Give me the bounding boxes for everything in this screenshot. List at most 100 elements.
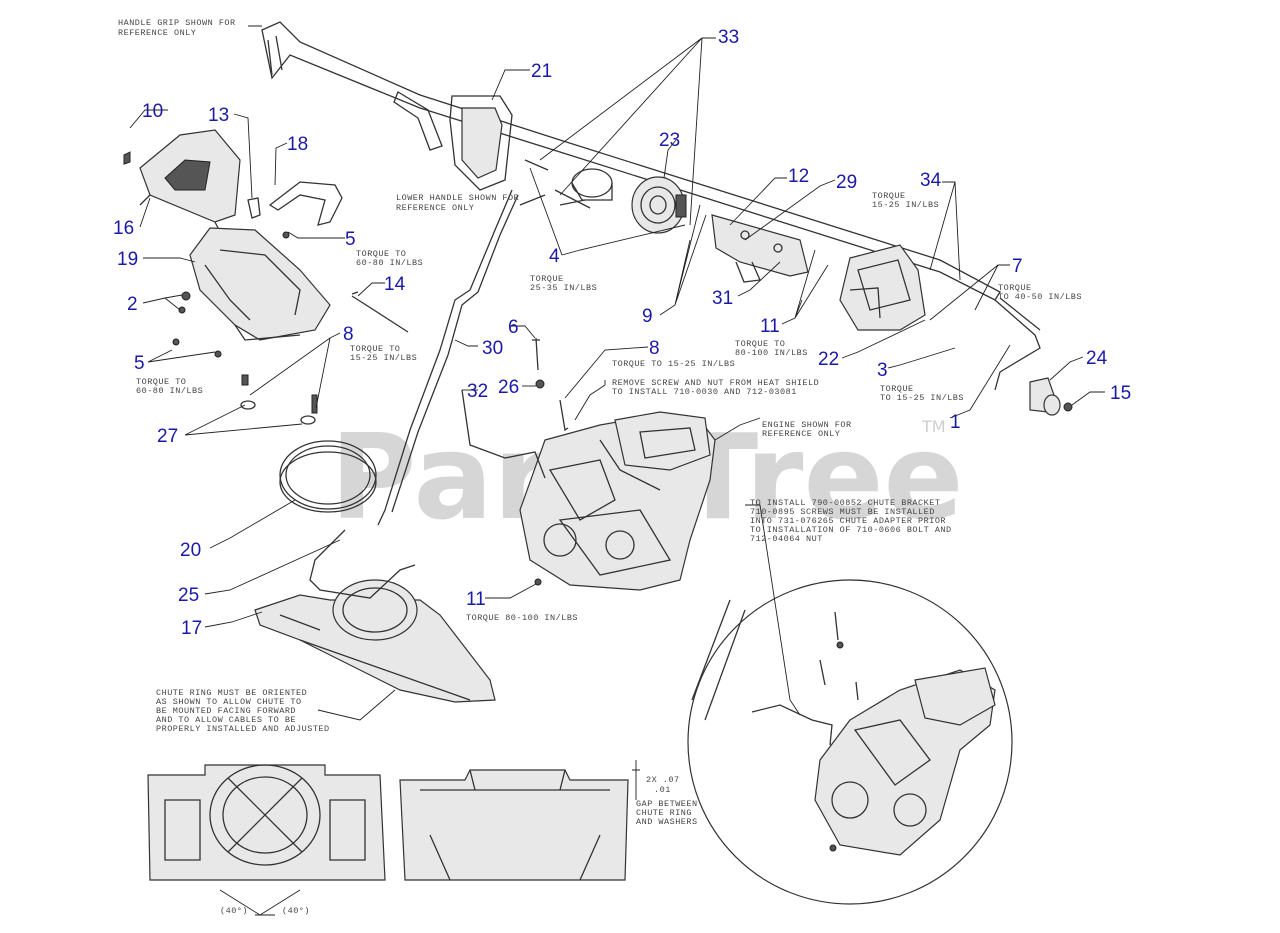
callout-11-right: 11 bbox=[760, 316, 780, 337]
note-gap-4: CHUTE RING bbox=[636, 808, 692, 818]
item-22-housing bbox=[839, 244, 926, 331]
callout-6: 6 bbox=[508, 317, 519, 338]
note-handle-grip-1: HANDLE GRIP SHOWN FOR bbox=[118, 18, 236, 28]
note-angle-right: (40°) bbox=[282, 906, 310, 916]
callout-29: 29 bbox=[836, 172, 857, 193]
callout-8-right: 8 bbox=[649, 338, 660, 359]
note-torque-60-80-b-1: TORQUE TO bbox=[136, 377, 186, 387]
note-install-chute-4: TO INSTALLATION OF 710-0606 BOLT AND bbox=[750, 525, 952, 535]
note-chute-ring-5: PROPERLY INSTALLED AND ADJUSTED bbox=[156, 724, 330, 734]
note-torque-40-50-2: TO 40-50 IN/LBS bbox=[998, 292, 1082, 302]
note-lower-handle-2: REFERENCE ONLY bbox=[396, 203, 474, 213]
callout-22: 22 bbox=[818, 349, 839, 370]
item-23-drum bbox=[524, 159, 687, 234]
callout-15: 15 bbox=[1110, 383, 1131, 404]
callout-16: 16 bbox=[113, 218, 134, 239]
note-torque-80-100-b: TORQUE 80-100 IN/LBS bbox=[466, 613, 578, 623]
item-17-chute-base bbox=[254, 579, 496, 703]
note-chute-ring-4: AND TO ALLOW CABLES TO BE bbox=[156, 715, 296, 725]
note-torque-80-100-a-2: 80-100 IN/LBS bbox=[735, 348, 808, 358]
note-angle-left: (40°) bbox=[220, 906, 248, 916]
callout-24: 24 bbox=[1086, 348, 1108, 369]
callout-14: 14 bbox=[384, 274, 406, 295]
chute-base-front-view bbox=[147, 764, 386, 916]
callout-21: 21 bbox=[531, 61, 552, 82]
item-25-cable bbox=[309, 529, 416, 599]
note-install-chute-5: 712-04064 NUT bbox=[750, 534, 823, 544]
callout-5-bottom: 5 bbox=[134, 353, 145, 374]
callout-33: 33 bbox=[718, 27, 739, 48]
note-torque-25-35-1: TORQUE bbox=[530, 274, 564, 284]
note-torque-80-100-a-1: TORQUE TO bbox=[735, 339, 785, 349]
item-13-18-hardware bbox=[247, 181, 343, 226]
detail-view-circle bbox=[687, 579, 1013, 905]
note-engine-shown-2: REFERENCE ONLY bbox=[762, 429, 840, 439]
item-16-chute-deflector bbox=[123, 129, 241, 233]
note-lower-handle-1: LOWER HANDLE SHOWN FOR bbox=[396, 193, 519, 203]
note-torque-60-80-2: 60-80 IN/LBS bbox=[356, 258, 423, 268]
item-19-chute bbox=[189, 227, 331, 341]
note-torque-40-50-1: TORQUE bbox=[998, 283, 1032, 293]
callout-17: 17 bbox=[181, 618, 202, 639]
chute-base-side-view bbox=[399, 760, 640, 881]
note-remove-screw-2: TO INSTALL 710-0030 AND 712-03081 bbox=[612, 387, 797, 397]
callout-20: 20 bbox=[180, 540, 201, 561]
watermark-trademark: TM bbox=[921, 417, 946, 436]
engine-drawing bbox=[519, 411, 716, 591]
callout-23: 23 bbox=[659, 130, 680, 151]
note-torque-25-35-2: 25-35 IN/LBS bbox=[530, 283, 597, 293]
note-engine-shown-1: ENGINE SHOWN FOR bbox=[762, 420, 852, 430]
callout-26: 26 bbox=[498, 377, 519, 398]
item-20-chute-ring bbox=[279, 440, 377, 513]
callout-31: 31 bbox=[712, 288, 733, 309]
note-chute-ring-1: CHUTE RING MUST BE ORIENTED bbox=[156, 688, 307, 698]
item-12-bracket bbox=[711, 214, 809, 283]
item-14-pin bbox=[351, 291, 409, 333]
callout-12: 12 bbox=[788, 166, 809, 187]
callout-8-left: 8 bbox=[343, 324, 354, 345]
callout-34: 34 bbox=[920, 170, 942, 191]
note-torque-15-25-b-2: 15-25 IN/LBS bbox=[872, 200, 939, 210]
note-install-chute-1: TO INSTALL 790-00852 CHUTE BRACKET bbox=[750, 498, 940, 508]
note-torque-15-25-d-1: TORQUE bbox=[880, 384, 914, 394]
callout-2: 2 bbox=[127, 294, 138, 315]
note-handle-grip-2: REFERENCE ONLY bbox=[118, 28, 196, 38]
note-chute-ring-3: BE MOUNTED FACING FORWARD bbox=[156, 706, 296, 716]
note-remove-screw-1: REMOVE SCREW AND NUT FROM HEAT SHIELD bbox=[612, 378, 819, 388]
callout-30: 30 bbox=[482, 338, 503, 359]
callout-25: 25 bbox=[178, 585, 199, 606]
note-install-chute-2: 710-0895 SCREWS MUST BE INSTALLED bbox=[750, 507, 935, 517]
note-torque-15-25-b-1: TORQUE bbox=[872, 191, 906, 201]
note-gap-3: GAP BETWEEN bbox=[636, 799, 698, 809]
note-gap-2: .01 bbox=[654, 785, 671, 795]
callout-5-top: 5 bbox=[345, 229, 356, 250]
assembly-notes: HANDLE GRIP SHOWN FOR REFERENCE ONLY LOW… bbox=[118, 18, 1082, 916]
callout-19: 19 bbox=[117, 249, 138, 270]
handle-grip-drawing bbox=[261, 21, 1001, 301]
callout-3: 3 bbox=[877, 360, 888, 381]
callout-1: 1 bbox=[950, 412, 961, 433]
callout-10: 10 bbox=[142, 101, 163, 122]
note-torque-15-25-a-1: TORQUE TO bbox=[350, 344, 400, 354]
note-chute-ring-2: AS SHOWN TO ALLOW CHUTE TO bbox=[156, 697, 302, 707]
note-install-chute-3: INTO 731-076265 CHUTE ADAPTER PRIOR bbox=[750, 516, 946, 526]
note-torque-60-80-b-2: 60-80 IN/LBS bbox=[136, 386, 203, 396]
item-1-rod bbox=[994, 297, 1041, 391]
callout-4: 4 bbox=[549, 246, 560, 267]
callout-11-bottom: 11 bbox=[466, 589, 486, 610]
note-torque-15-25-a-2: 15-25 IN/LBS bbox=[350, 353, 417, 363]
note-torque-60-80-1: TORQUE TO bbox=[356, 249, 406, 259]
callout-27: 27 bbox=[157, 426, 178, 447]
callout-32: 32 bbox=[467, 381, 488, 402]
callout-18: 18 bbox=[287, 134, 308, 155]
item-24-knob bbox=[1029, 377, 1073, 416]
callout-13: 13 bbox=[208, 105, 229, 126]
note-gap-1: 2X .07 bbox=[646, 775, 680, 785]
leader-lines bbox=[129, 25, 1105, 721]
note-torque-15-25-c: TORQUE TO 15-25 IN/LBS bbox=[612, 359, 735, 369]
note-gap-5: AND WASHERS bbox=[636, 817, 698, 827]
callout-7: 7 bbox=[1012, 256, 1023, 277]
callout-9: 9 bbox=[642, 306, 653, 327]
item-6-26-32 bbox=[461, 337, 569, 586]
